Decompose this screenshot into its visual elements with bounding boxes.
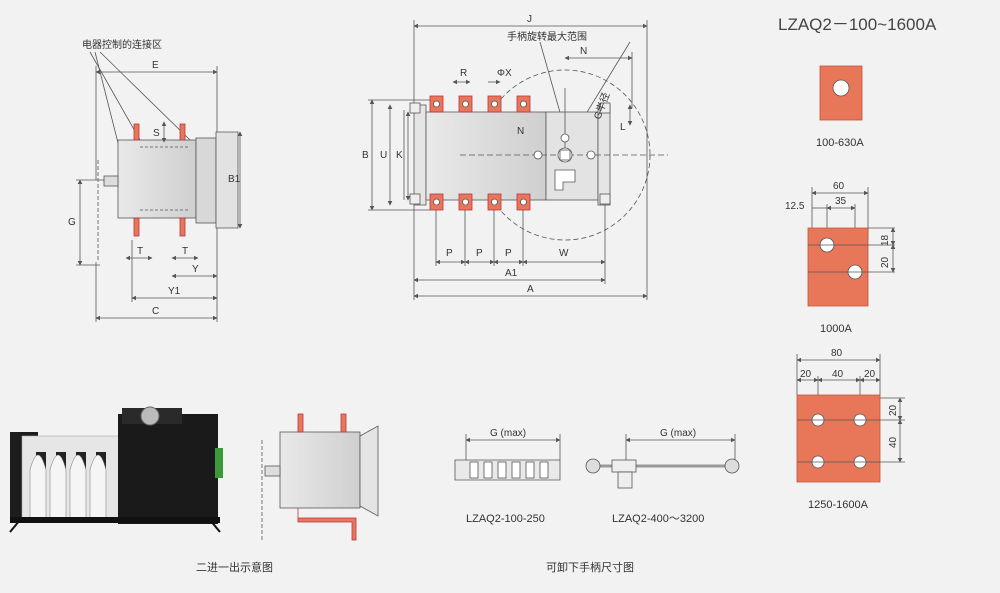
terminal-1250-labels: 80 20 40 20 20 40 bbox=[800, 348, 899, 448]
terminal-1000 bbox=[807, 187, 896, 307]
dim-y: Y bbox=[192, 264, 199, 275]
caption-detachable-handle: 可卸下手柄尺寸图 bbox=[546, 560, 634, 574]
dim-a: A bbox=[527, 284, 534, 295]
dim-b20: 20 bbox=[864, 369, 876, 380]
terminal-1-label: 100-630A bbox=[816, 137, 864, 149]
dim-l: L bbox=[620, 122, 626, 133]
two-in-one-out-schematic bbox=[261, 413, 379, 541]
handle-2-label: LZAQ2-400～3200 bbox=[612, 513, 704, 525]
handle-1-dim: G (max) bbox=[490, 428, 526, 439]
handle-2-drawing bbox=[585, 434, 740, 489]
dim-s: S bbox=[153, 128, 160, 139]
dim-r: R bbox=[460, 68, 467, 79]
dim-w60: 60 bbox=[833, 181, 845, 192]
dim-w80: 80 bbox=[831, 348, 843, 359]
dim-c: C bbox=[152, 306, 159, 317]
control-zone-callout: 电器控制的连接区 bbox=[82, 38, 162, 51]
dim-a1: A1 bbox=[505, 268, 518, 279]
dim-w12-5: 12.5 bbox=[785, 201, 805, 212]
diagram-title: LZAQ2－100~1600A bbox=[778, 15, 937, 34]
caption-two-in-one-out: 二进一出示意图 bbox=[196, 560, 273, 574]
dim-j: J bbox=[527, 14, 532, 25]
terminal-1250-1600 bbox=[796, 354, 905, 483]
dim-p1: P bbox=[446, 248, 453, 259]
dim-b: B bbox=[362, 150, 369, 161]
dim-k: K bbox=[396, 150, 403, 161]
dim-p2: P bbox=[476, 248, 483, 259]
dim-n-body: N bbox=[517, 126, 524, 137]
side-view: 电器控制的连接区 bbox=[76, 38, 243, 322]
side-view-labels: E S B1 G T T Y Y1 C bbox=[68, 60, 241, 317]
handle-2-dim: G (max) bbox=[660, 428, 696, 439]
handle-1-label: LZAQ2-100-250 bbox=[466, 513, 545, 525]
dim-g: G bbox=[68, 217, 76, 228]
front-view bbox=[368, 20, 668, 300]
dim-e: E bbox=[152, 60, 159, 71]
dim-phix: ΦX bbox=[497, 68, 512, 79]
product-photo bbox=[9, 406, 223, 533]
handle-range-label: 手柄旋转最大范围 bbox=[507, 30, 587, 43]
dim-p3: P bbox=[505, 248, 512, 259]
dim-h40-t3: 40 bbox=[888, 436, 899, 448]
terminal-3-label: 1250-1600A bbox=[808, 499, 869, 511]
dim-t2: T bbox=[182, 246, 188, 257]
dim-w: W bbox=[559, 248, 569, 259]
dim-h20: 20 bbox=[880, 256, 891, 268]
handle-1-drawing bbox=[454, 434, 561, 481]
terminal-2-label: 1000A bbox=[820, 323, 852, 335]
terminal-1000-labels: 60 35 12.5 18 20 bbox=[785, 181, 891, 268]
terminal-100-630 bbox=[819, 65, 863, 121]
dim-h20-t3: 20 bbox=[888, 404, 899, 416]
dim-b1: B1 bbox=[228, 174, 241, 185]
dim-h18: 18 bbox=[880, 234, 891, 246]
dim-t1: T bbox=[137, 246, 143, 257]
dim-u: U bbox=[380, 150, 387, 161]
dim-a40: 40 bbox=[832, 369, 844, 380]
dim-w35: 35 bbox=[835, 196, 847, 207]
dim-n-top: N bbox=[580, 46, 587, 57]
dim-y1: Y1 bbox=[168, 286, 181, 297]
dim-a20: 20 bbox=[800, 369, 812, 380]
